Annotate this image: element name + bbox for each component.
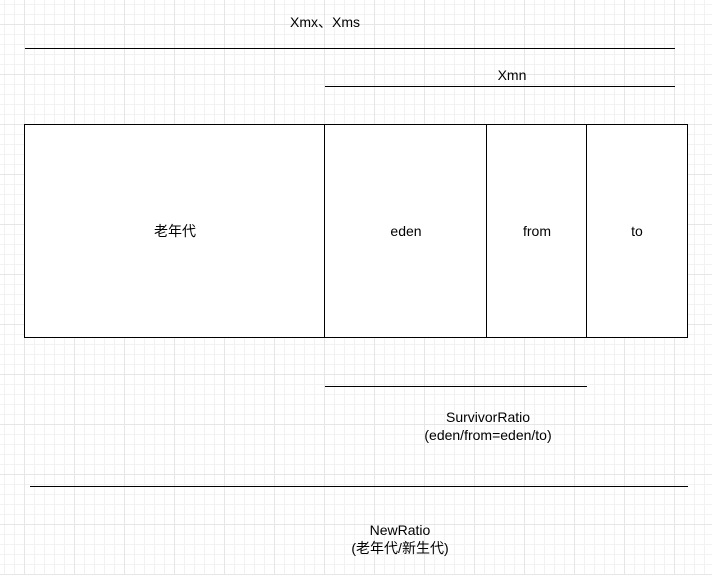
from-survivor-region: from <box>486 124 588 338</box>
heap-size-line <box>25 48 675 49</box>
old-generation-region: 老年代 <box>24 124 326 338</box>
young-gen-size-line <box>325 86 675 87</box>
eden-region: eden <box>324 124 488 338</box>
young-gen-size-label: Xmn <box>497 67 527 83</box>
to-survivor-label: to <box>631 223 643 239</box>
new-ratio-title: NewRatio <box>369 522 431 538</box>
eden-label: eden <box>390 223 422 239</box>
to-survivor-region: to <box>586 124 688 338</box>
new-ratio-line <box>30 486 688 487</box>
survivor-ratio-formula: (eden/from=eden/to) <box>424 427 552 443</box>
new-ratio-formula: (老年代/新生代) <box>351 540 449 556</box>
survivor-ratio-title: SurvivorRatio <box>445 409 531 425</box>
from-survivor-label: from <box>523 223 551 239</box>
old-generation-label: 老年代 <box>154 223 196 239</box>
heap-size-label: Xmx、Xms <box>290 14 360 30</box>
survivor-ratio-line <box>325 386 587 387</box>
